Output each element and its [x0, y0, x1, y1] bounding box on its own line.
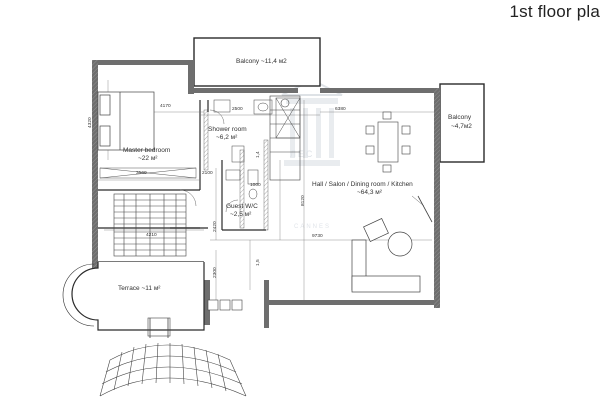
- sofa: [351, 218, 421, 293]
- page-title: 1st floor pla: [509, 2, 600, 21]
- dim-8120: 8120: [300, 195, 306, 206]
- dining-table: [365, 111, 411, 173]
- exterior-stairs: [99, 317, 247, 397]
- label-balcony-right-1: Balcony: [448, 114, 472, 121]
- label-balcony-right-2: ~4,7м2: [451, 123, 472, 130]
- dim-9730: 9730: [312, 233, 323, 239]
- dim-6380: 6380: [335, 106, 346, 112]
- label-shower-1: Shower room: [208, 126, 247, 133]
- label-salon-2: ~64,3 м²: [357, 189, 383, 196]
- watermark-logo-text: ЛЕС: [290, 149, 314, 159]
- balcony-right: [439, 83, 485, 163]
- label-guest-2: ~2,5 м²: [230, 211, 252, 218]
- terrace-chairs: [207, 299, 243, 311]
- label-balcony-top: Balcony ~11,4 м2: [236, 58, 287, 65]
- dim-4320: 4320: [87, 117, 93, 128]
- round-table: [387, 231, 413, 257]
- watermark-sub-text: CANNES: [294, 224, 331, 230]
- dim-1-4: 1,4: [255, 151, 261, 158]
- dim-4170: 4170: [160, 103, 171, 109]
- guest-wc-fixtures: [225, 169, 259, 200]
- staircase: [113, 193, 187, 257]
- label-master-1: Master bedroom: [123, 147, 170, 154]
- tv-unit: [417, 195, 433, 223]
- dim-4210: 4210: [146, 232, 157, 238]
- watermark-logo: ЛЕС CANNES: [281, 78, 343, 230]
- label-guest-1: Guest W/C: [226, 203, 258, 210]
- dim-2420: 2420: [212, 221, 218, 232]
- label-terrace: Terrace ~11 м²: [118, 285, 161, 292]
- dim-1-5: 1,5: [255, 259, 261, 266]
- label-salon-1: Hall / Salon / Dining room / Kitchen: [312, 181, 413, 188]
- label-master-2: ~22 м²: [138, 155, 158, 162]
- dim-2100: 2100: [202, 170, 213, 176]
- dim-1000: 1000: [250, 182, 261, 188]
- label-shower-2: ~6,2 м²: [216, 134, 238, 141]
- dim-3560: 3560: [136, 170, 147, 176]
- bed: [97, 91, 155, 151]
- terrace: [62, 262, 205, 331]
- dim-2500: 2500: [232, 106, 243, 112]
- dim-2300: 2300: [212, 267, 218, 278]
- kitchen-counter: [269, 95, 301, 181]
- wardrobe: [99, 167, 197, 179]
